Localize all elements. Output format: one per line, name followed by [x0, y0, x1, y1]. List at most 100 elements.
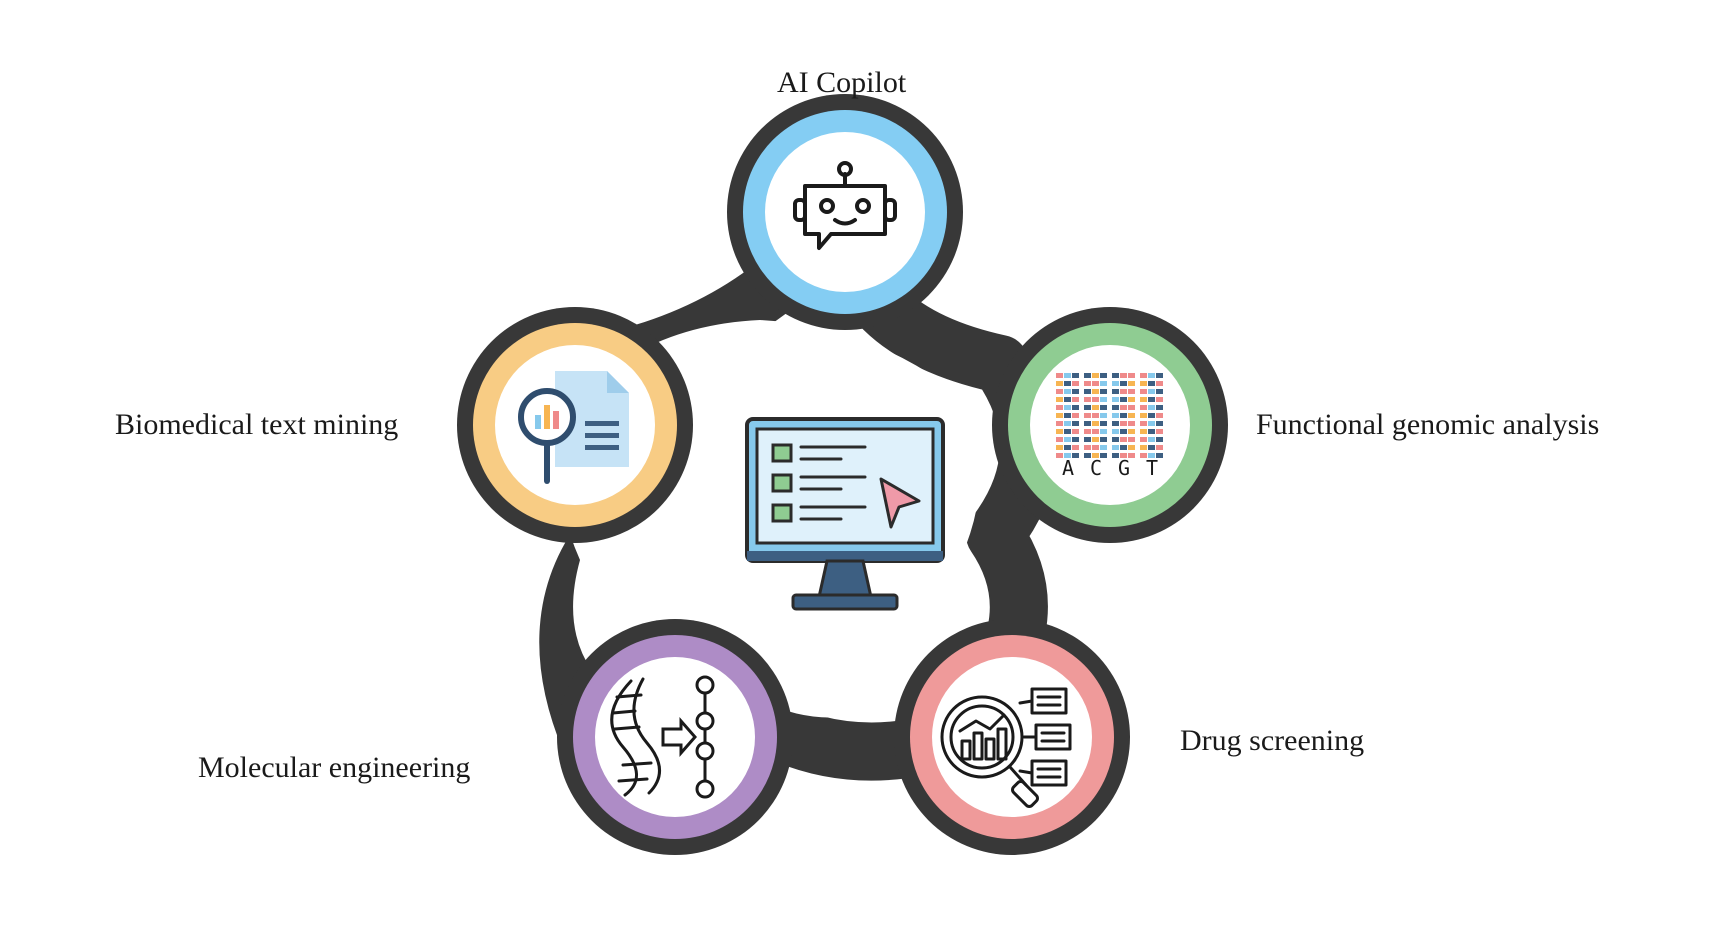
sequence-cell: [1072, 397, 1079, 402]
sequence-cell: [1128, 397, 1135, 402]
sequence-cell: [1156, 429, 1163, 434]
node-functional-genomic-analysis: A C G T: [992, 307, 1228, 543]
letter-c: C: [1090, 456, 1102, 480]
sequence-cell: [1092, 389, 1099, 394]
nucleotide-letters: A C G T: [1062, 456, 1158, 480]
sequence-cell: [1148, 397, 1155, 402]
sequence-cell: [1064, 389, 1071, 394]
sequence-cell: [1156, 381, 1163, 386]
sequence-cell: [1120, 405, 1127, 410]
sequence-cell: [1056, 429, 1063, 434]
sequence-cell: [1128, 437, 1135, 442]
sequence-cell: [1056, 445, 1063, 450]
robot-chat-icon: [793, 161, 897, 250]
sequence-cell: [1092, 373, 1099, 378]
sequence-cell: [1092, 413, 1099, 418]
sequence-cell: [1128, 381, 1135, 386]
sequence-cell: [1120, 413, 1127, 418]
sequence-cell: [1148, 421, 1155, 426]
label-biomedical-text-mining: Biomedical text mining: [115, 408, 399, 441]
document-magnifier-icon: [518, 371, 629, 484]
node-molecular-engineering: [557, 619, 793, 855]
sequence-cell: [1112, 405, 1119, 410]
sequence-cell: [1112, 437, 1119, 442]
sequence-cell: [1056, 389, 1063, 394]
checklist: [771, 443, 867, 523]
label-drug-screening: Drug screening: [1180, 724, 1365, 757]
sequence-cell: [1056, 373, 1063, 378]
sequence-cell: [1120, 445, 1127, 450]
sequence-cell: [1092, 421, 1099, 426]
sequence-cell: [1072, 429, 1079, 434]
sequence-cell: [1156, 421, 1163, 426]
sequence-cell: [1140, 381, 1147, 386]
sequence-cell: [1072, 421, 1079, 426]
sequence-cell: [1148, 405, 1155, 410]
sequence-cell: [1100, 453, 1107, 458]
sequence-cell: [1100, 373, 1107, 378]
sequence-cell: [1064, 421, 1071, 426]
sequence-cell: [1092, 381, 1099, 386]
sequence-cell: [1156, 405, 1163, 410]
sequence-cell: [1140, 397, 1147, 402]
sequence-cell: [1112, 373, 1119, 378]
sequence-cell: [1148, 437, 1155, 442]
sequence-cell: [1092, 405, 1099, 410]
sequence-cell: [1128, 429, 1135, 434]
sequence-cell: [1072, 405, 1079, 410]
sequence-cell: [1120, 397, 1127, 402]
sequence-cell: [1072, 445, 1079, 450]
sequence-cell: [1112, 421, 1119, 426]
sequence-cell: [1156, 397, 1163, 402]
sequence-cell: [1156, 413, 1163, 418]
sequence-cell: [1100, 445, 1107, 450]
letter-t: T: [1146, 456, 1158, 480]
sequence-cell: [1156, 453, 1163, 458]
sequence-cell: [1140, 429, 1147, 434]
sequence-cell: [1064, 381, 1071, 386]
sequence-cell: [1112, 381, 1119, 386]
sequence-cell: [1084, 453, 1091, 458]
sequence-cell: [1156, 373, 1163, 378]
sequence-cell: [1064, 445, 1071, 450]
sequence-cell: [1092, 397, 1099, 402]
sequence-cell: [1148, 389, 1155, 394]
node-ai-copilot: [727, 94, 963, 330]
sequence-cell: [1084, 445, 1091, 450]
sequence-cell: [1072, 453, 1079, 458]
sequence-cell: [1112, 445, 1119, 450]
sequence-cell: [1100, 421, 1107, 426]
sequence-cell: [1072, 381, 1079, 386]
sequence-cell: [1112, 453, 1119, 458]
sequence-cell: [1056, 381, 1063, 386]
sequence-cell: [1064, 397, 1071, 402]
sequence-cell: [1084, 389, 1091, 394]
sequence-cell: [1140, 389, 1147, 394]
sequence-cell: [1084, 437, 1091, 442]
sequence-cell: [1100, 389, 1107, 394]
sequence-cell: [1128, 445, 1135, 450]
sequence-cell: [1128, 373, 1135, 378]
sequence-cell: [1056, 397, 1063, 402]
sequence-cell: [1140, 413, 1147, 418]
sequence-cell: [1100, 413, 1107, 418]
node-biomedical-text-mining: [457, 307, 693, 543]
cursor-arrow-icon: [879, 477, 921, 529]
sequence-cell: [1092, 429, 1099, 434]
sequence-cell: [1120, 453, 1127, 458]
sequence-cell: [1056, 413, 1063, 418]
sequence-cell: [1100, 397, 1107, 402]
sequence-cell: [1064, 437, 1071, 442]
label-ai-copilot: AI Copilot: [777, 66, 907, 99]
sequence-cell: [1100, 381, 1107, 386]
sequence-cell: [1100, 405, 1107, 410]
sequence-cell: [1140, 453, 1147, 458]
sequence-cell: [1128, 421, 1135, 426]
sequence-cell: [1072, 373, 1079, 378]
sequence-cell: [1056, 421, 1063, 426]
sequence-cell: [1084, 397, 1091, 402]
sequence-cell: [1084, 429, 1091, 434]
sequence-cell: [1120, 389, 1127, 394]
sequence-cell: [1084, 373, 1091, 378]
